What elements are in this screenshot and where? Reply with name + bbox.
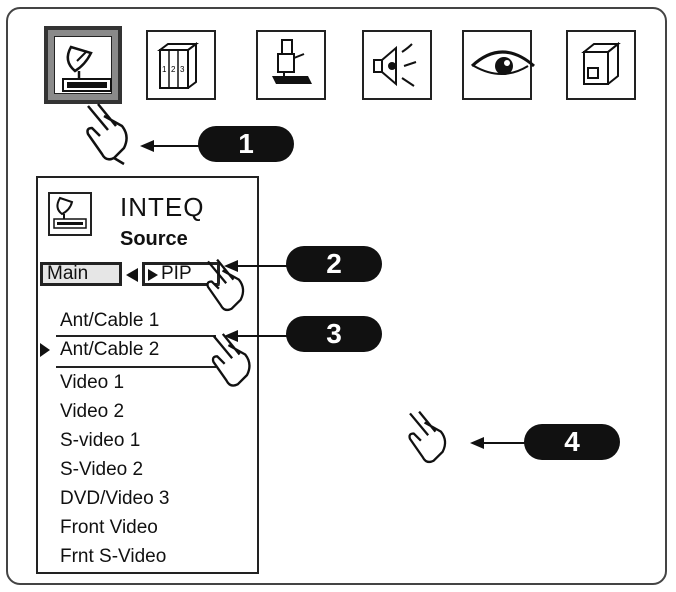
channels-tile[interactable]: 1 2 3 (146, 30, 216, 100)
panel-title: Source (120, 228, 188, 250)
list-item[interactable]: Video 2 (60, 401, 125, 422)
audio-tile[interactable] (362, 30, 432, 100)
brand-logo-text: INTEQ (120, 192, 205, 222)
tab-pip[interactable]: PIP (142, 262, 220, 286)
callout-3: 3 (286, 316, 382, 352)
source-menu-tile[interactable] (44, 26, 122, 104)
list-item[interactable]: Ant/Cable 1 (60, 310, 160, 331)
arrow-left-icon (140, 140, 204, 152)
hand-pointer-icon (206, 258, 245, 312)
picture-tile[interactable] (462, 30, 535, 100)
list-item[interactable]: S-Video 2 (60, 459, 144, 480)
arrow-left-icon (224, 260, 290, 272)
satellite-dish-icon (62, 45, 112, 92)
speaker-icon (373, 43, 417, 87)
list-item[interactable]: Front Video (60, 517, 158, 538)
svg-text:1: 1 (162, 65, 167, 74)
list-item-selected[interactable]: Ant/Cable 2 (40, 335, 216, 368)
triangle-right-icon (148, 269, 158, 281)
list-item[interactable]: S-video 1 (60, 430, 141, 451)
panel-source-icon (48, 192, 92, 236)
manual-figure-frame (6, 7, 667, 585)
arrow-left-icon (224, 330, 290, 342)
eye-icon (470, 50, 535, 75)
callout-1: 1 (198, 126, 294, 162)
tab-main[interactable]: Main (40, 262, 122, 286)
callout-2: 2 (286, 246, 382, 282)
satellite-dish-icon (53, 196, 87, 229)
list-item[interactable]: Video 1 (60, 372, 125, 393)
tab-pip-label: PIP (161, 263, 192, 284)
triangle-left-icon (126, 268, 138, 282)
cube-box-icon (581, 41, 621, 85)
list-item[interactable]: DVD/Video 3 (60, 488, 170, 509)
arrow-left-icon (470, 437, 530, 449)
hand-pointer-icon (86, 103, 128, 166)
setup-figure-icon (272, 39, 312, 84)
source-list: Ant/Cable 1 Ant/Cable 2 Video 1 Video 2 … (40, 306, 216, 571)
setup-tile[interactable] (256, 30, 326, 100)
svg-text:3: 3 (180, 65, 185, 74)
list-item[interactable]: Frnt S-Video (60, 546, 167, 567)
hand-pointer-icon (408, 410, 447, 464)
timer-tile[interactable] (566, 30, 636, 100)
callout-4: 4 (524, 424, 620, 460)
channel-books-icon: 1 2 3 (157, 42, 199, 89)
list-item-label: Ant/Cable 2 (60, 339, 160, 360)
selection-marker-icon (40, 343, 50, 357)
svg-text:2: 2 (171, 65, 176, 74)
hand-pointer-icon (211, 333, 251, 387)
